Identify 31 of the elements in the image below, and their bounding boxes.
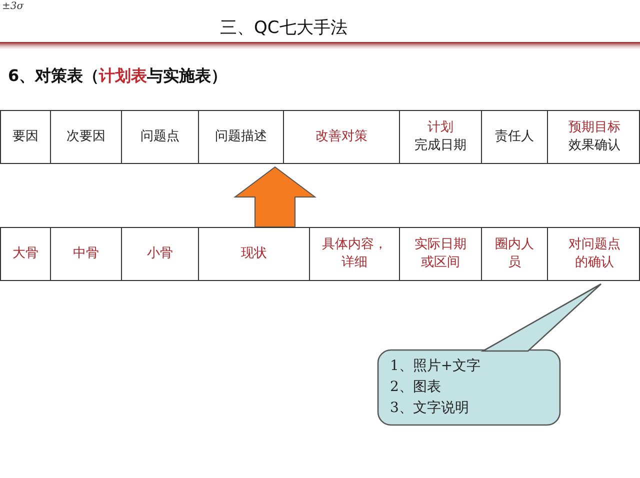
cell-text: 现状 bbox=[241, 245, 267, 263]
cell-text: 中骨 bbox=[73, 245, 99, 263]
cell-text: 实际日期或区间 bbox=[414, 236, 468, 272]
cell-text: 小骨 bbox=[147, 245, 173, 263]
cell-text: 对问题点的确认 bbox=[568, 236, 622, 272]
cell-text: 预期目标 bbox=[568, 119, 620, 137]
cell-text: 要因 bbox=[12, 128, 38, 146]
cell-text: 具体内容，详细 bbox=[321, 236, 388, 272]
cell-text: 效果确认 bbox=[568, 137, 620, 155]
cell-text: 问题描述 bbox=[215, 128, 267, 146]
section-heading: 6、对策表（ bbox=[8, 66, 100, 87]
cell-text: 改善对策 bbox=[316, 128, 368, 146]
cell-text: 圈内人员 bbox=[494, 236, 535, 272]
cell-text: 大骨 bbox=[12, 245, 38, 263]
section-heading: 计划表 bbox=[99, 66, 148, 87]
speech-bubble bbox=[377, 349, 561, 426]
table-row bbox=[0, 227, 640, 281]
section-heading: 与实施表） bbox=[147, 66, 228, 87]
cell-text: 责任人 bbox=[495, 128, 534, 146]
callout-text: 2、图表 bbox=[390, 378, 441, 397]
slide-title: 三、QC七大手法 bbox=[220, 17, 348, 39]
callout-pointer bbox=[480, 283, 602, 352]
table-row bbox=[0, 110, 640, 164]
cell-text: 问题点 bbox=[140, 128, 180, 146]
block-arrow bbox=[234, 166, 316, 228]
callout-text: 1、照片+文字 bbox=[390, 357, 481, 376]
cell-text: 次要因 bbox=[66, 128, 106, 146]
cell-text: 完成日期 bbox=[414, 137, 466, 155]
sigma-note: ±3σ bbox=[2, 1, 24, 12]
cell-text: 计划 bbox=[428, 119, 454, 137]
callout-text: 3、文字说明 bbox=[390, 399, 469, 418]
